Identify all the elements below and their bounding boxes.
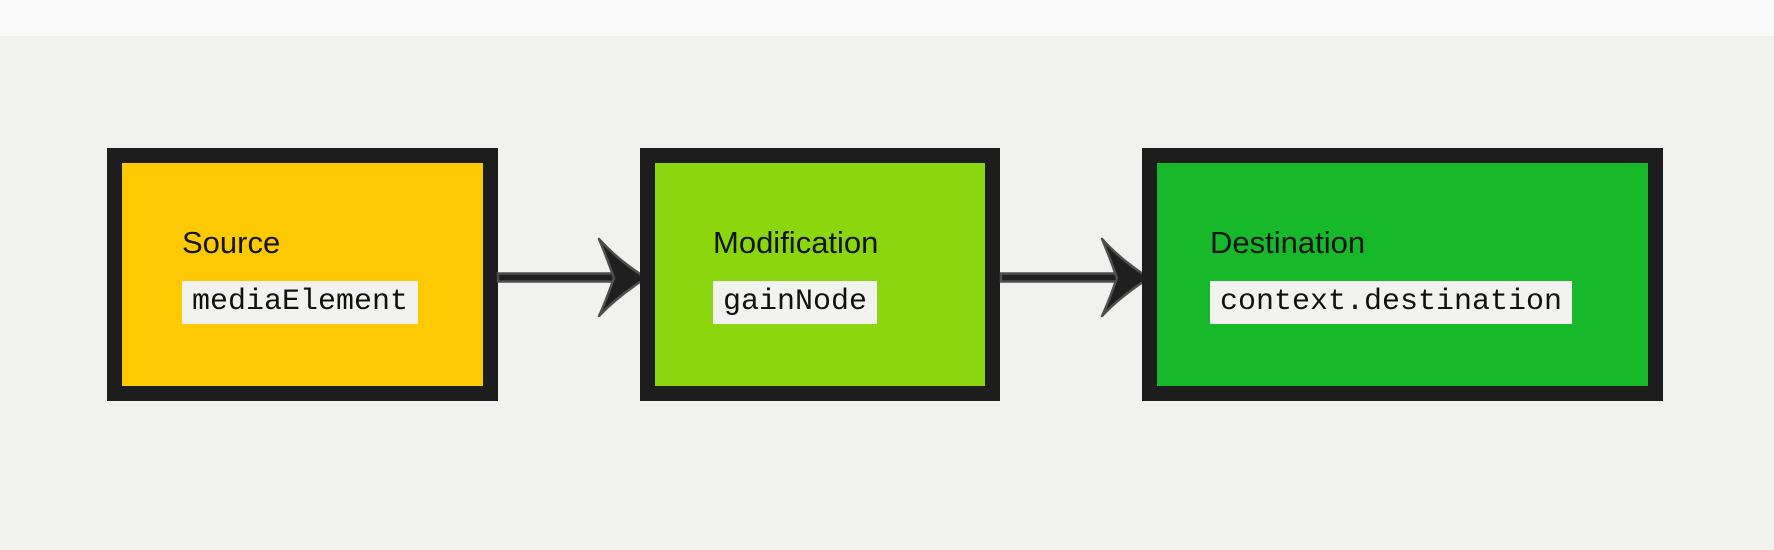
node-destination-label: Destination [1210,225,1366,260]
arrow-head [597,237,648,318]
arrow-shaft [999,272,1119,283]
flow-arrow-source-to-modification [496,237,648,318]
arrow-shaft [496,272,616,283]
node-modification-code-badge: gainNode [713,281,878,324]
node-source-label: Source [182,225,281,260]
arrow-head [1100,237,1151,318]
node-modification: Modification gainNode [640,148,1000,401]
node-modification-label: Modification [713,225,879,260]
node-source-code-badge: mediaElement [182,281,419,324]
node-destination-code-badge: context.destination [1210,281,1573,324]
page-background-band [0,0,1774,36]
node-destination: Destination context.destination [1142,148,1663,401]
node-source: Source mediaElement [107,148,498,401]
flow-arrow-modification-to-destination [999,237,1151,318]
